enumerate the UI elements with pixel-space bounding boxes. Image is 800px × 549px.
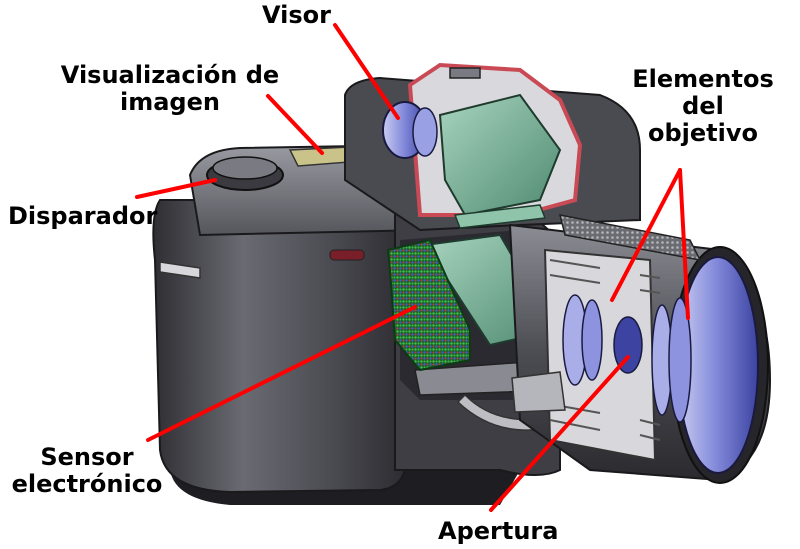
leader-disparador: [135, 178, 217, 199]
label-apertura: Apertura: [438, 517, 559, 545]
label-sensor: Sensor electrónico: [6, 444, 168, 498]
label-elementos-line1: Elementos: [632, 65, 774, 93]
lens-assembly: [508, 214, 772, 484]
label-elementos-line3: objetivo: [647, 119, 758, 147]
viewfinder-housing: [344, 62, 641, 232]
leader-sensor: [146, 305, 417, 442]
leader-visor: [333, 23, 400, 120]
leader-visualizacion: [266, 94, 324, 155]
label-sensor-line2: electrónico: [11, 470, 163, 498]
label-elementos-line2: del: [682, 92, 724, 120]
label-sensor-line1: Sensor: [40, 443, 134, 471]
leader-apertura: [489, 355, 630, 512]
image-sensor: [386, 238, 471, 372]
label-visualizacion-line2: imagen: [120, 88, 220, 116]
label-elementos: Elementos del objetivo: [618, 66, 788, 147]
leader-elementos-1: [610, 168, 682, 302]
leader-lines: [135, 23, 690, 512]
label-disparador: Disparador: [8, 202, 158, 230]
leader-elementos-2: [678, 168, 690, 320]
label-visualizacion: Visualización de imagen: [50, 62, 290, 116]
label-visualizacion-line1: Visualización de: [60, 61, 280, 89]
label-visor: Visor: [262, 1, 331, 29]
